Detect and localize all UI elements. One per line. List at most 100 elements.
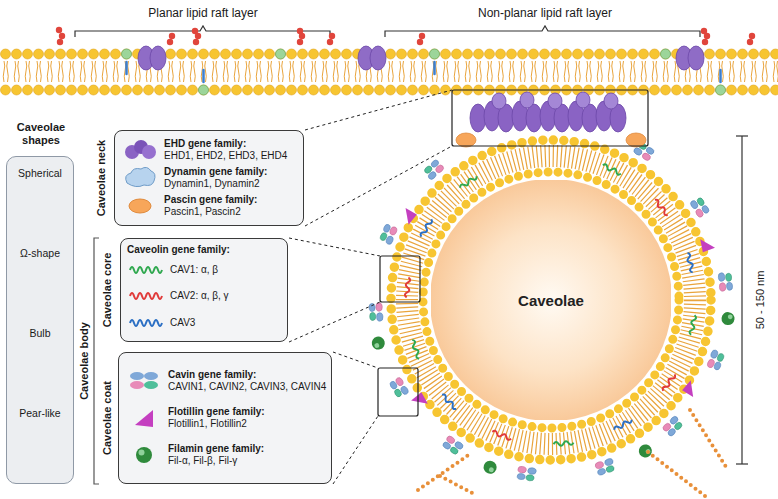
caveolin bbox=[420, 218, 433, 237]
gene-row: Filamin gene family:Fil-α, Fil-β, Fil-γ bbox=[125, 442, 325, 468]
actin-filament bbox=[648, 452, 705, 496]
neck-proteins bbox=[492, 93, 506, 109]
caveolin bbox=[492, 430, 512, 441]
member-list: CAV1: α, β bbox=[170, 264, 218, 276]
gene-icon bbox=[125, 442, 163, 468]
lipid-bilayer bbox=[329, 33, 335, 39]
gene-icon bbox=[135, 410, 153, 427]
cavin bbox=[369, 141, 733, 482]
gene-icon bbox=[136, 447, 152, 463]
annotation-label: Caveolae coat bbox=[100, 381, 114, 455]
lipid-bilayer bbox=[192, 28, 198, 34]
cavin bbox=[594, 458, 616, 476]
lipid-bilayer bbox=[199, 85, 209, 95]
cavin bbox=[442, 435, 465, 456]
gene-text: EHD gene family:EHD1, EHD2, EHD3, EHD4 bbox=[164, 138, 287, 162]
gene-icon bbox=[127, 257, 165, 283]
gene-row: Pascin gene family:Pascin1, Pascin2 bbox=[121, 193, 297, 219]
gene-text: Filamin gene family:Fil-α, Fil-β, Fil-γ bbox=[168, 443, 264, 467]
lipid-bilayer bbox=[0, 48, 778, 60]
gene-icon bbox=[130, 293, 162, 299]
neck-proteins bbox=[456, 133, 476, 147]
gene-icon bbox=[127, 283, 165, 309]
lipid-bilayer bbox=[719, 70, 722, 82]
neck-proteins bbox=[576, 92, 590, 108]
gene-icon bbox=[144, 372, 158, 380]
gene-icon bbox=[142, 145, 156, 159]
lipid-bilayer bbox=[169, 33, 175, 39]
gene-row: Caveolin gene family: bbox=[127, 244, 281, 256]
gene-row: Flotillin gene family:Flotillin1, Flotil… bbox=[125, 405, 325, 431]
neck-proteins bbox=[548, 93, 562, 109]
gene-text: Caveolin gene family: bbox=[127, 244, 230, 256]
caveolin bbox=[686, 253, 695, 273]
gene-row: CAV3 bbox=[127, 310, 281, 336]
shape-name: Bulb bbox=[7, 327, 73, 339]
caveola-membrane bbox=[407, 156, 695, 444]
cavin bbox=[422, 159, 445, 181]
scale-bar bbox=[736, 135, 748, 136]
bracket bbox=[385, 26, 700, 37]
lipid-bilayer bbox=[0, 27, 778, 96]
actin-filament bbox=[440, 476, 474, 494]
neck-proteins bbox=[626, 133, 646, 147]
caveola-fill bbox=[431, 180, 671, 420]
gene-icon bbox=[130, 320, 162, 326]
gene-icon bbox=[125, 405, 163, 431]
gene-text: CAV3 bbox=[170, 317, 195, 329]
annotation-label: Caveolae neck bbox=[94, 140, 108, 216]
gene-icon bbox=[130, 267, 162, 273]
gene-icon bbox=[121, 193, 159, 219]
member-list: Pascin1, Pascin2 bbox=[164, 206, 257, 218]
inset-frame bbox=[380, 256, 420, 302]
lipid-bilayer bbox=[122, 49, 726, 95]
caveolin bbox=[410, 339, 421, 359]
flotillin bbox=[399, 208, 417, 226]
gene-row: Dynamin gene family:Dynamin1, Dynamin2 bbox=[121, 165, 297, 191]
cavin bbox=[662, 415, 684, 437]
cavin bbox=[369, 303, 383, 322]
member-list: CAV2: α, β, γ bbox=[170, 290, 229, 302]
caveolin bbox=[653, 198, 669, 216]
neck-proteins bbox=[456, 133, 646, 147]
lipid-bilayer bbox=[56, 27, 62, 33]
caveolin bbox=[613, 418, 632, 431]
scale-bar bbox=[741, 136, 742, 464]
actin-filament bbox=[690, 410, 728, 470]
flotillin bbox=[411, 392, 429, 410]
gene-icon bbox=[127, 283, 165, 309]
caveolin bbox=[662, 373, 677, 392]
flotillin bbox=[698, 236, 715, 253]
gene-text: Pascin gene family:Pascin1, Pascin2 bbox=[164, 194, 257, 218]
shape-name: Pear-like bbox=[7, 407, 73, 419]
bracket bbox=[75, 26, 330, 37]
gene-icon bbox=[130, 381, 144, 389]
cavin bbox=[517, 466, 537, 482]
gene-icon bbox=[126, 167, 155, 186]
neck-proteins bbox=[492, 92, 618, 109]
neck-proteins bbox=[470, 104, 486, 132]
family-name: Cavin gene family: bbox=[168, 369, 326, 381]
gene-row: EHD gene family:EHD1, EHD2, EHD3, EHD4 bbox=[121, 137, 297, 163]
member-list: Fil-α, Fil-β, Fil-γ bbox=[168, 455, 264, 467]
caveolin bbox=[689, 315, 696, 335]
shapes-panel: Caveolae shapesSphericalΩ-shapeBulbPear-… bbox=[6, 156, 74, 484]
caveola-membrane bbox=[391, 140, 711, 460]
lipid-bilayer bbox=[747, 39, 753, 45]
neck-proteins bbox=[604, 93, 618, 109]
gene-icon bbox=[127, 310, 165, 336]
lipid-bilayer bbox=[202, 70, 205, 82]
gene-icon bbox=[125, 368, 163, 394]
lipid-bilayer bbox=[370, 46, 386, 70]
leader-line bbox=[333, 416, 378, 484]
gene-row: CAV1: α, β bbox=[127, 257, 281, 283]
caveolin bbox=[441, 393, 458, 410]
lipid-bilayer bbox=[127, 62, 721, 82]
annotation-label: Non-planar lipid raft layer bbox=[478, 6, 612, 20]
caveola-membrane bbox=[423, 172, 679, 428]
gene-icon bbox=[121, 137, 159, 163]
scale-bar bbox=[736, 136, 748, 464]
member-list: Dynamin1, Dynamin2 bbox=[164, 178, 267, 190]
gene-icon bbox=[130, 372, 144, 380]
